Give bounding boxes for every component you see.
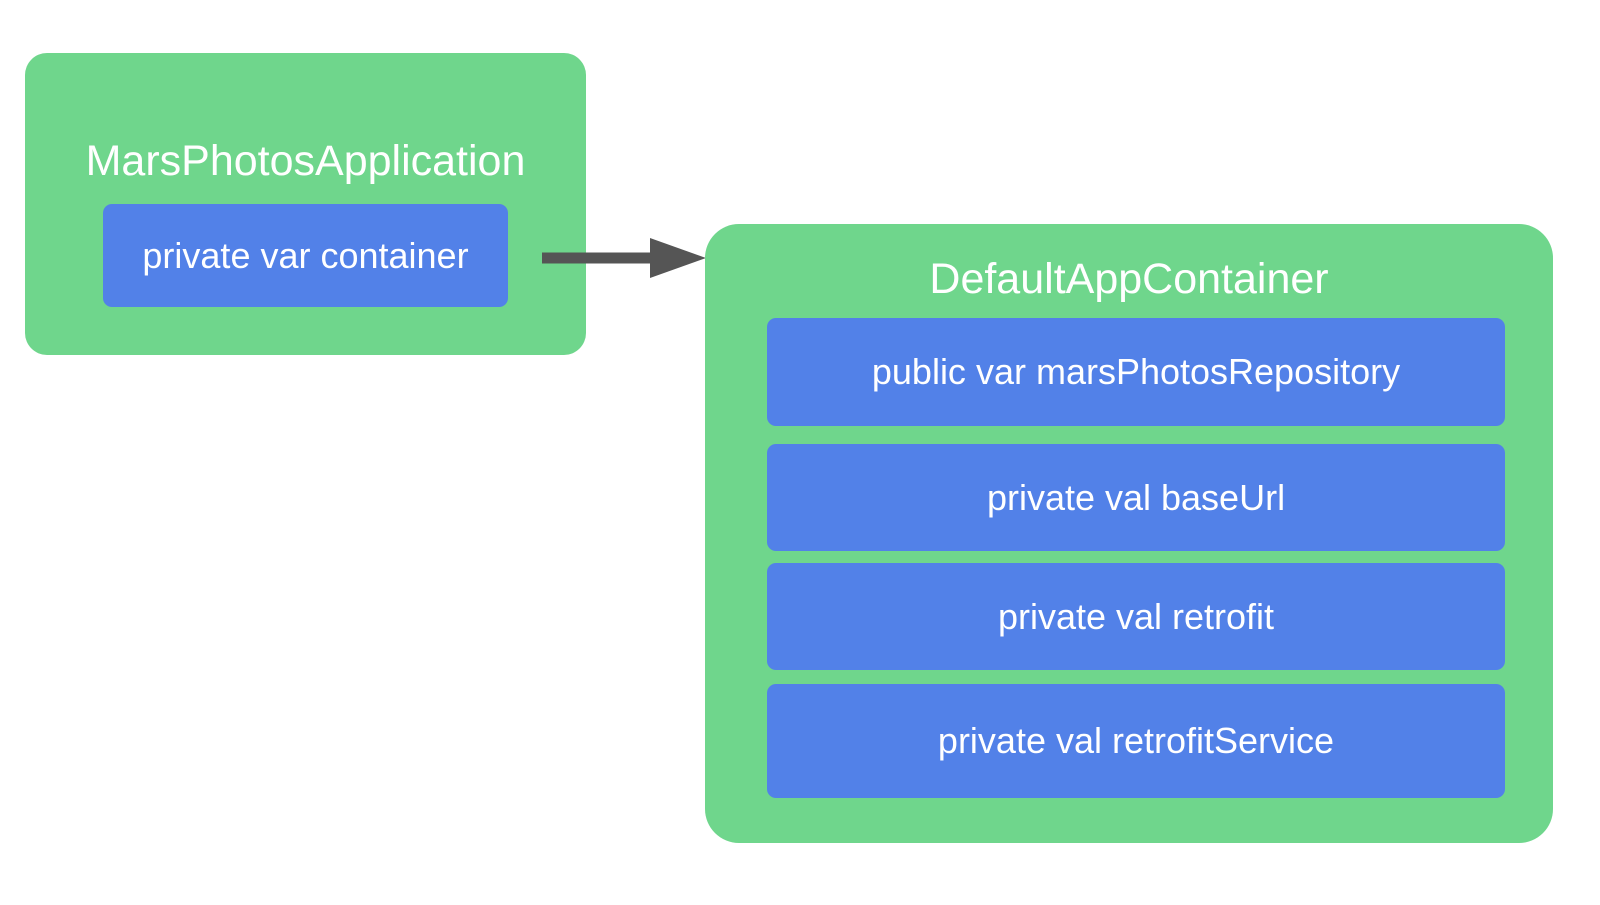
member-label-retrofit-service: private val retrofitService bbox=[937, 720, 1335, 761]
member-label-container: private var container bbox=[142, 234, 469, 276]
arrow-head-icon bbox=[650, 238, 706, 278]
class-box-mars-photos-application: MarsPhotosApplication private var contai… bbox=[25, 53, 586, 355]
class-box-default-app-container: DefaultAppContainer public var marsPhoto… bbox=[705, 224, 1553, 843]
class-title-default-app-container: DefaultAppContainer bbox=[929, 255, 1329, 303]
member-label-mars-photos-repository: public var marsPhotosRepository bbox=[871, 351, 1401, 392]
class-title-mars-photos-application: MarsPhotosApplication bbox=[85, 137, 526, 185]
member-label-base-url: private val baseUrl bbox=[986, 476, 1286, 518]
member-box-retrofit-service: private val retrofitService bbox=[767, 684, 1505, 798]
member-box-retrofit: private val retrofit bbox=[767, 563, 1505, 670]
member-box-container: private var container bbox=[103, 204, 508, 307]
member-label-retrofit: private val retrofit bbox=[997, 595, 1275, 637]
arrow-container-to-app-container bbox=[542, 238, 706, 278]
member-box-base-url: private val baseUrl bbox=[767, 444, 1505, 551]
member-box-mars-photos-repository: public var marsPhotosRepository bbox=[767, 318, 1505, 426]
